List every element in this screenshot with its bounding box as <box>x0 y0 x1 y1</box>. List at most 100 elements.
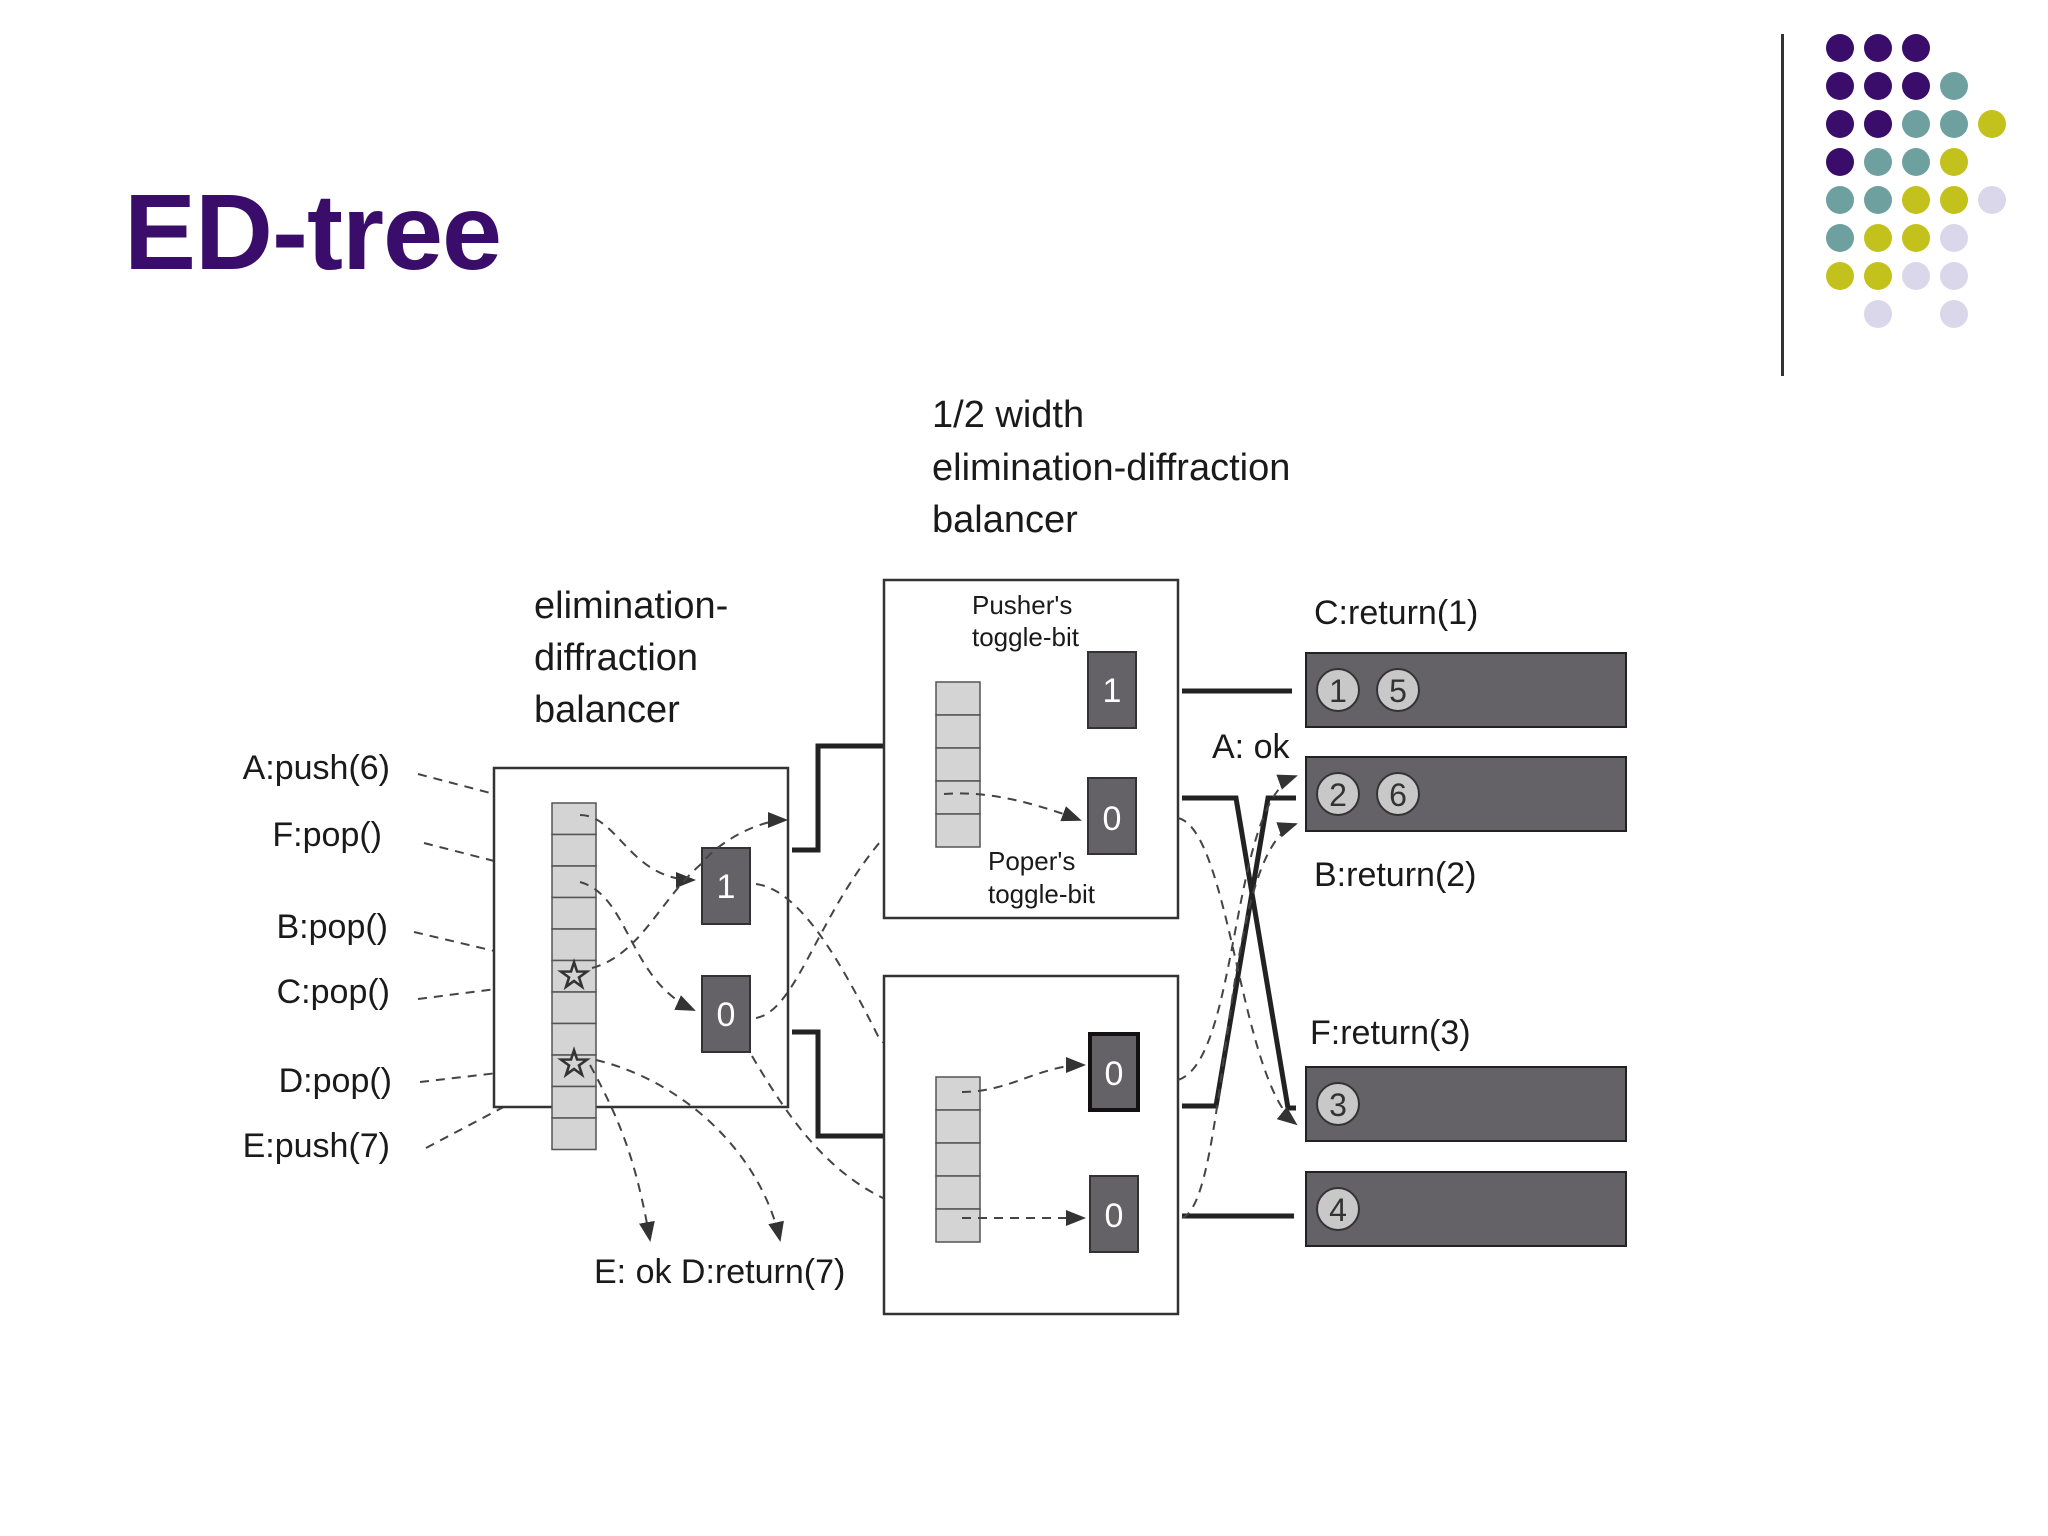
top-balancer-box <box>882 578 1180 920</box>
array-cell <box>935 747 981 782</box>
decorative-dot <box>1826 72 1854 100</box>
decorative-dot <box>1864 148 1892 176</box>
array-cell <box>551 865 597 899</box>
elimination-star-icon: ☆ <box>557 955 591 997</box>
output-token-label: 5 <box>1389 673 1407 709</box>
root-toggle-bit-1 <box>701 847 751 925</box>
poper-toggle-label-line2: toggle-bit <box>988 879 1096 909</box>
poper-toggle-label-line1: Poper's <box>988 846 1075 876</box>
array-cell <box>935 780 981 815</box>
array-cell <box>935 1076 981 1111</box>
array-cell <box>551 1085 597 1119</box>
array-cell <box>551 1117 597 1151</box>
array-cell <box>935 1142 981 1177</box>
bottom-toggle-bit-lower-label: 0 <box>1105 1197 1124 1235</box>
output-token <box>1316 1187 1360 1231</box>
input-label: D:pop() <box>279 1062 392 1100</box>
root-toggle-bit-0 <box>701 975 751 1053</box>
input-label: B:pop() <box>277 908 389 946</box>
output-token-label: 4 <box>1329 1192 1347 1228</box>
pusher-toggle-label-line2: toggle-bit <box>972 622 1080 652</box>
input-label: C:pop() <box>277 973 390 1011</box>
decorative-dot <box>1940 262 1968 290</box>
decorative-dot <box>1864 224 1892 252</box>
decorative-dot <box>1826 148 1854 176</box>
decorative-dot <box>1940 224 1968 252</box>
poper-toggle-bit-label: 0 <box>1103 800 1122 838</box>
input-label: A:push(6) <box>243 749 390 787</box>
array-cell <box>935 1175 981 1210</box>
array-cell <box>551 833 597 867</box>
array-cell <box>935 1208 981 1243</box>
root-elimination-array <box>551 802 597 1151</box>
decorative-dot <box>1940 148 1968 176</box>
divider-line <box>1781 34 1784 376</box>
poper-toggle-bit <box>1087 777 1137 855</box>
bottom-toggle-bit-lower <box>1089 1175 1139 1253</box>
bottom-toggle-bit-upper-label: 0 <box>1105 1055 1124 1093</box>
decorative-dot <box>1902 110 1930 138</box>
root-balancer-label-line2: diffraction <box>534 637 698 679</box>
decorative-dot <box>1826 224 1854 252</box>
decorative-dot <box>1826 186 1854 214</box>
array-cell <box>551 928 597 962</box>
bottom-balancer-box <box>882 974 1180 1316</box>
decorative-dot <box>1902 262 1930 290</box>
array-cell <box>551 802 597 836</box>
decorative-dot <box>1864 186 1892 214</box>
decorative-dot <box>1826 262 1854 290</box>
decorative-dot <box>1864 262 1892 290</box>
array-cell <box>935 714 981 749</box>
input-label: E:push(7) <box>243 1127 390 1165</box>
pusher-toggle-bit-label: 1 <box>1103 672 1122 710</box>
output-return-label: C:return(1) <box>1314 594 1478 632</box>
root-balancer-box <box>492 766 790 1109</box>
bottom-elimination-array <box>935 1076 981 1243</box>
array-cell <box>935 813 981 848</box>
array-cell <box>935 681 981 716</box>
output-return-label: B:return(2) <box>1314 856 1477 894</box>
eliminated-results: E: ok D:return(7) <box>594 1253 845 1291</box>
half-width-balancer-label-line3: balancer <box>932 499 1078 541</box>
decorative-dot <box>1902 224 1930 252</box>
decorative-dot <box>1902 72 1930 100</box>
output-token-label: 6 <box>1389 777 1407 813</box>
elimination-star-icon: ☆ <box>557 1043 591 1085</box>
bottom-internal-arrows <box>961 1057 1086 1226</box>
array-cell <box>935 1109 981 1144</box>
decorative-dot <box>1826 110 1854 138</box>
decorative-dot <box>1864 300 1892 328</box>
half-width-balancer-label-line2: elimination-diffraction <box>932 447 1290 489</box>
decorative-dot <box>1978 186 2006 214</box>
root-output-wires <box>792 743 884 1139</box>
output-token <box>1316 1082 1360 1126</box>
output-token-label: 1 <box>1329 673 1347 709</box>
root-balancer-label-line1: elimination- <box>534 585 728 627</box>
decorative-dot <box>1902 34 1930 62</box>
decorative-dot <box>1940 186 1968 214</box>
pusher-toggle-label-line1: Pusher's <box>972 590 1072 620</box>
pusher-toggle-bit <box>1087 651 1137 729</box>
slide-title: ED-tree <box>124 171 502 292</box>
decorative-dot <box>1902 186 1930 214</box>
decorative-dot <box>1826 34 1854 62</box>
decorative-dot <box>1940 72 1968 100</box>
output-return-label: F:return(3) <box>1310 1014 1471 1052</box>
decorative-dot <box>1864 72 1892 100</box>
root-toggle-bit-1-label: 1 <box>717 868 736 906</box>
output-dashed-arrows <box>1177 774 1298 1219</box>
decorative-dot <box>1978 110 2006 138</box>
decorative-dot <box>1902 148 1930 176</box>
top-elimination-array <box>935 681 981 848</box>
output-token <box>1376 772 1420 816</box>
top-internal-arrow <box>943 792 1082 822</box>
decorative-dot <box>1864 110 1892 138</box>
output-token <box>1316 668 1360 712</box>
decorative-dot <box>1940 300 1968 328</box>
bottom-toggle-bit-upper <box>1088 1032 1140 1112</box>
decorative-dot <box>1940 110 1968 138</box>
half-width-balancer-label-line1: 1/2 width <box>932 394 1084 436</box>
output-token-label: 3 <box>1329 1087 1347 1123</box>
root-toggle-bit-0-label: 0 <box>717 996 736 1034</box>
